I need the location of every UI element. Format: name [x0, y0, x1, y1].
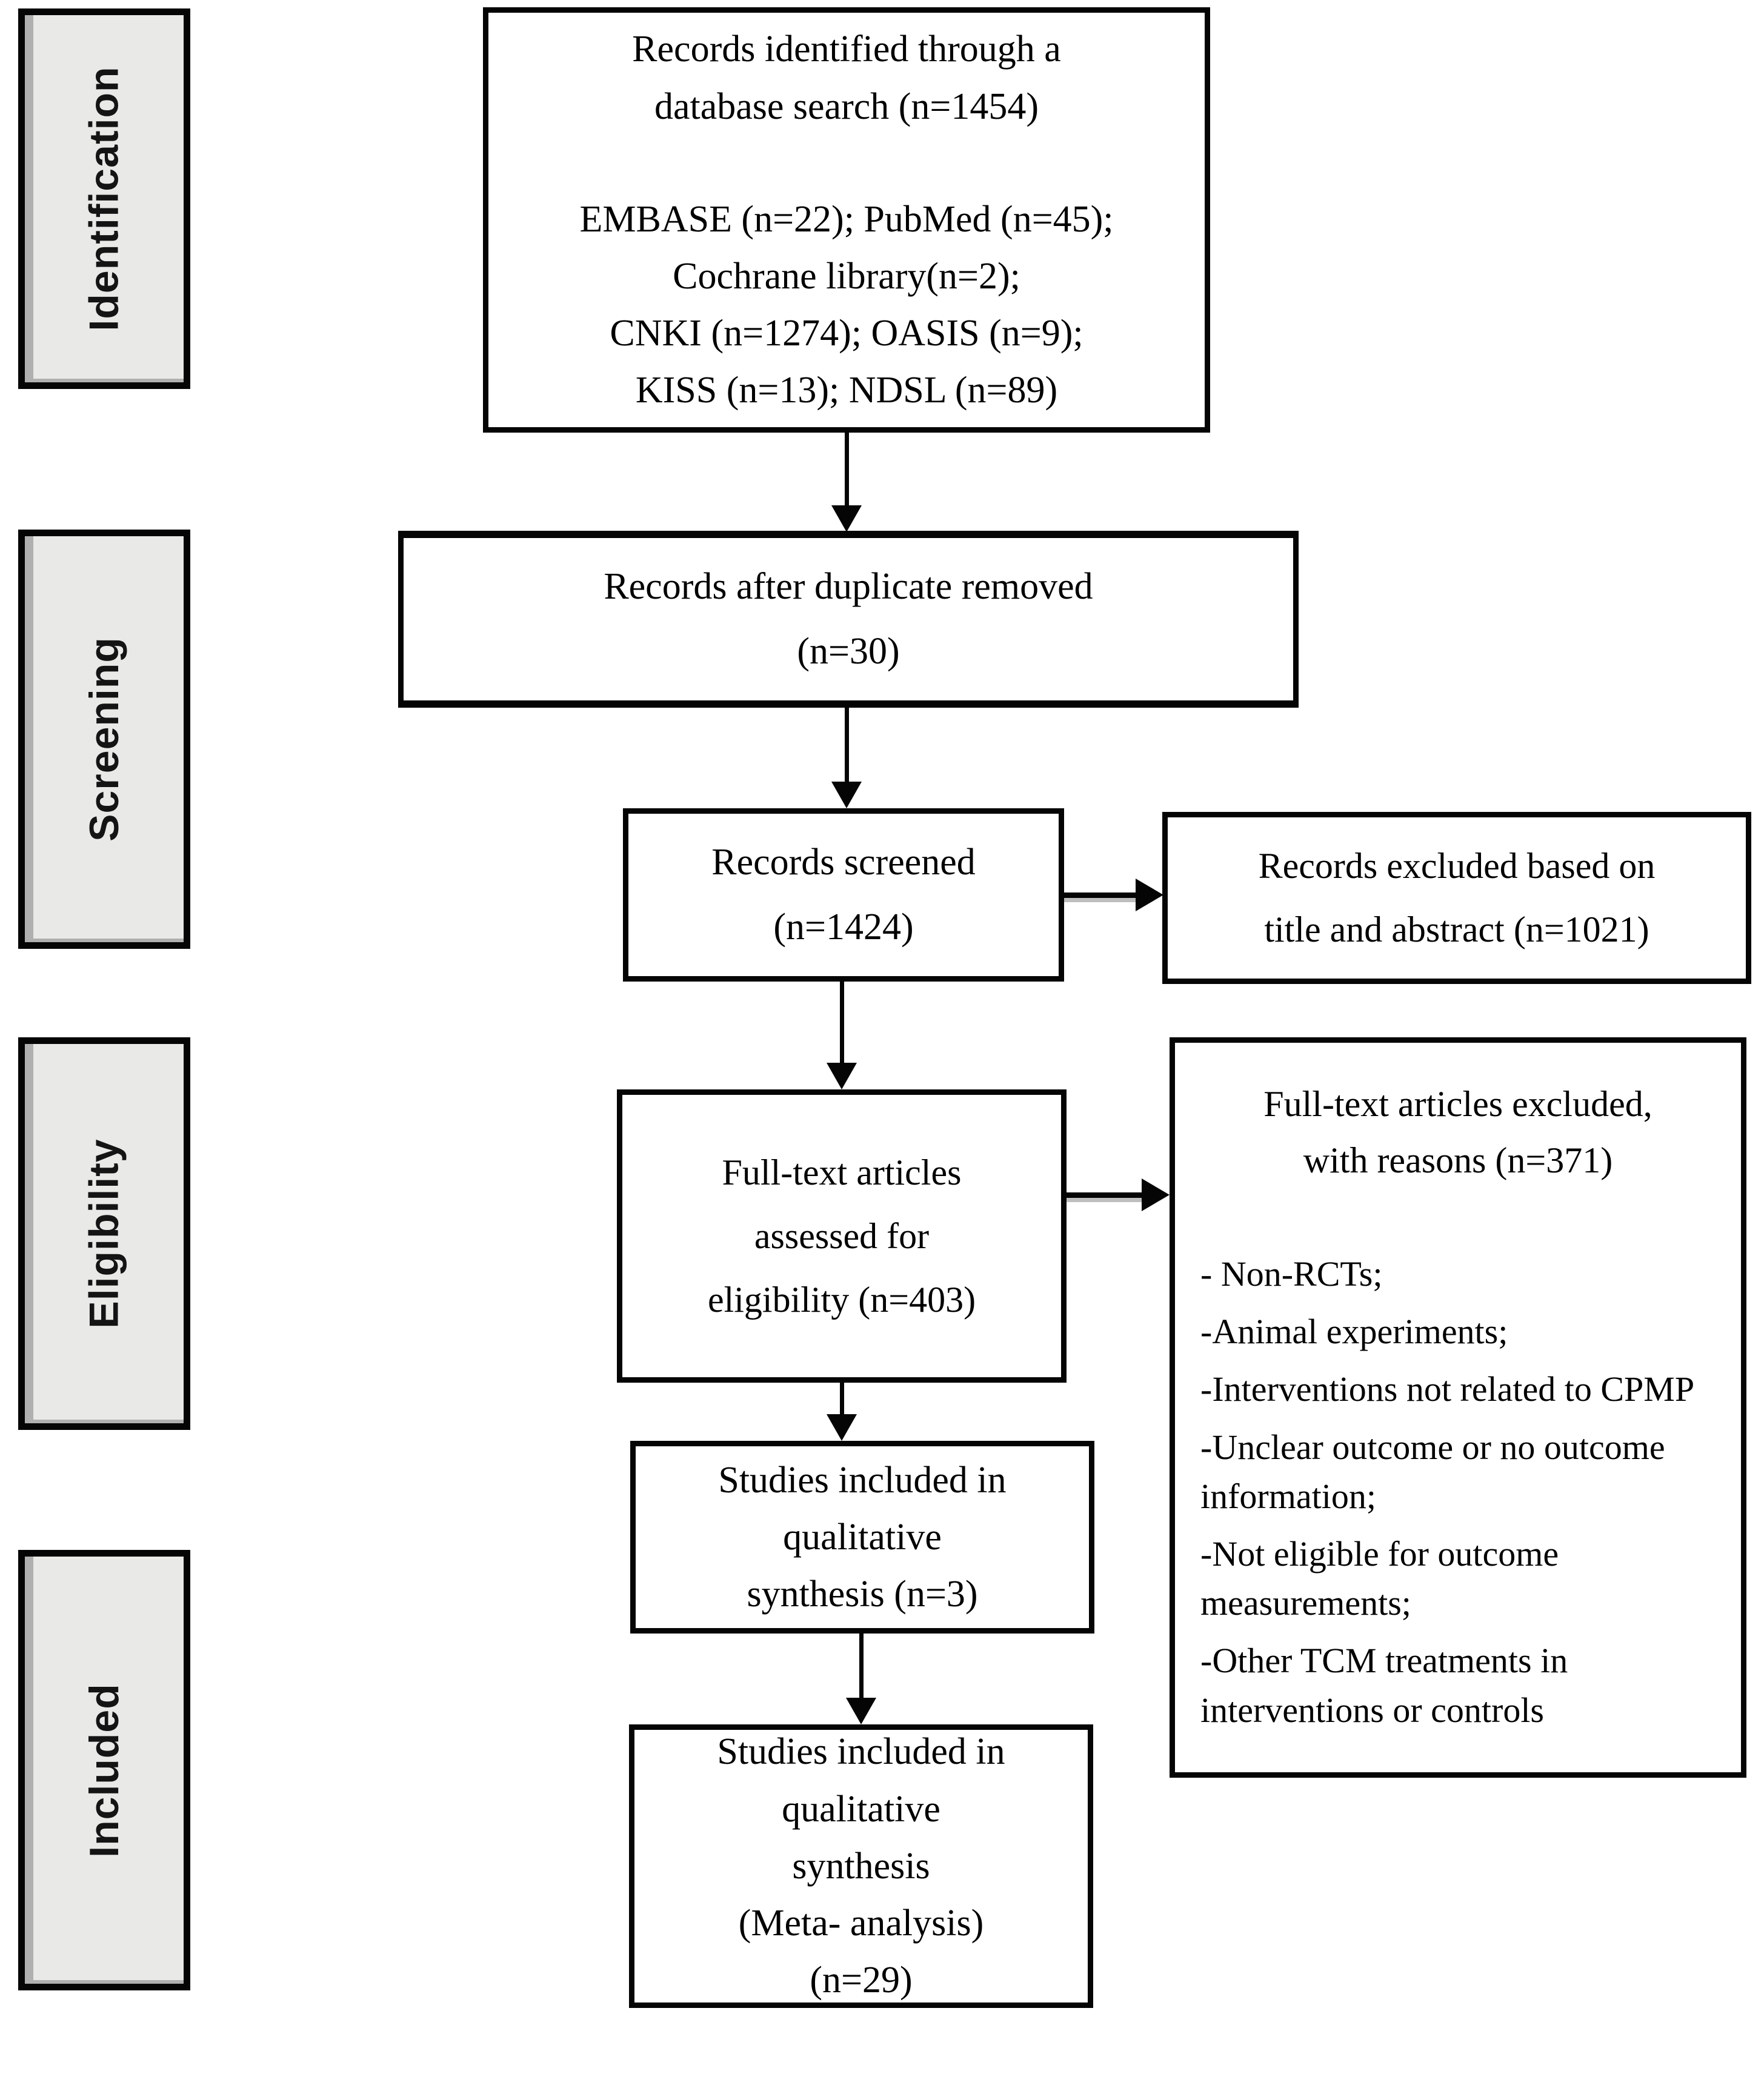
arrow-duplicates-to-screened-line — [845, 708, 849, 784]
records-screened-count: (n=1424) — [773, 906, 914, 948]
box-records-identified: Records identified through a database se… — [483, 7, 1210, 433]
arrow-screened-to-excluded-line — [1064, 892, 1138, 898]
box-fulltext-excluded: Full-text articles excluded, with reason… — [1170, 1037, 1746, 1778]
excluded-title-abstract-line: title and abstract (n=1021) — [1264, 909, 1649, 949]
arrow-qualitative-to-meta-line — [859, 1634, 864, 1700]
qualitative-synthesis-line: qualitative — [783, 1516, 942, 1558]
box-excluded-title-abstract: Records excluded based on title and abst… — [1162, 812, 1751, 984]
database-source-line: CNKI (n=1274); OASIS (n=9); — [610, 313, 1083, 354]
records-identified-line: Records identified through a — [632, 28, 1061, 70]
database-source-line: EMBASE (n=22); PubMed (n=45); — [579, 198, 1114, 240]
stage-included: Included — [18, 1550, 190, 1990]
arrow-screened-to-fulltext-head — [827, 1063, 857, 1089]
fulltext-excluded-reasons: - Non-RCTs; -Animal experiments; -Interv… — [1200, 1249, 1716, 1743]
excluded-title-abstract-line: Records excluded based on — [1258, 846, 1656, 886]
meta-analysis-line: qualitative — [782, 1788, 940, 1830]
database-source-line: Cochrane library(n=2); — [673, 256, 1020, 297]
stage-eligibility: Eligibility — [18, 1037, 190, 1430]
duplicates-removed-count: (n=30) — [797, 631, 900, 672]
box-duplicates-removed: Records after duplicate removed (n=30) — [398, 531, 1299, 708]
meta-analysis-line: Studies included in — [717, 1731, 1005, 1773]
stage-screening: Screening — [18, 530, 190, 949]
box-meta-analysis: Studies included in qualitative synthesi… — [629, 1724, 1093, 2008]
arrow-screened-to-excluded-head — [1136, 879, 1163, 911]
meta-analysis-line: synthesis — [792, 1845, 930, 1887]
exclusion-reason: -Unclear outcome or no outcome informati… — [1200, 1427, 1665, 1516]
fulltext-assessed-line: Full-text articles — [722, 1152, 962, 1192]
stage-identification: Identification — [18, 8, 190, 389]
duplicates-removed-line: Records after duplicate removed — [604, 566, 1093, 608]
arrow-fulltext-to-excluded-head — [1142, 1178, 1170, 1211]
arrow-duplicates-to-screened-head — [831, 782, 862, 808]
arrow-identified-to-duplicates-line — [845, 433, 849, 507]
arrow-fulltext-to-qualitative-line — [840, 1383, 844, 1417]
stage-identification-label: Identification — [81, 66, 128, 331]
exclusion-reason: -Interventions not related to CPMP — [1200, 1369, 1695, 1409]
meta-analysis-count: (n=29) — [810, 1959, 913, 2001]
database-source-line: KISS (n=13); NDSL (n=89) — [635, 370, 1058, 411]
stage-included-label: Included — [81, 1683, 128, 1858]
box-fulltext-assessed: Full-text articles assessed for eligibil… — [617, 1089, 1067, 1383]
records-screened-line: Records screened — [711, 842, 976, 883]
fulltext-assessed-count: eligibility (n=403) — [707, 1279, 976, 1320]
arrow-fulltext-to-qualitative-head — [827, 1414, 857, 1441]
exclusion-reason: - Non-RCTs; — [1200, 1254, 1383, 1294]
records-identified-line: database search (n=1454) — [654, 85, 1039, 127]
box-qualitative-synthesis: Studies included in qualitative synthesi… — [630, 1441, 1094, 1634]
fulltext-assessed-line: assessed for — [754, 1215, 930, 1256]
fulltext-excluded-header: with reasons (n=371) — [1303, 1140, 1613, 1180]
fulltext-excluded-header: Full-text articles excluded, — [1263, 1084, 1653, 1124]
meta-analysis-line: (Meta- analysis) — [738, 1903, 984, 1944]
arrow-screened-to-fulltext-line — [840, 982, 844, 1064]
box-records-screened: Records screened (n=1424) — [623, 808, 1064, 982]
qualitative-synthesis-count: synthesis (n=3) — [747, 1574, 978, 1615]
arrow-fulltext-to-excluded-line — [1067, 1192, 1144, 1198]
stage-eligibility-label: Eligibility — [81, 1138, 127, 1329]
arrow-identified-to-duplicates-head — [831, 505, 862, 532]
exclusion-reason: -Other TCM treatments in interventions o… — [1200, 1641, 1568, 1730]
arrow-qualitative-to-meta-head — [846, 1698, 876, 1724]
exclusion-reason: -Not eligible for outcome measurements; — [1200, 1534, 1559, 1623]
qualitative-synthesis-line: Studies included in — [718, 1459, 1007, 1501]
exclusion-reason: -Animal experiments; — [1200, 1312, 1508, 1352]
stage-screening-label: Screening — [81, 637, 127, 842]
